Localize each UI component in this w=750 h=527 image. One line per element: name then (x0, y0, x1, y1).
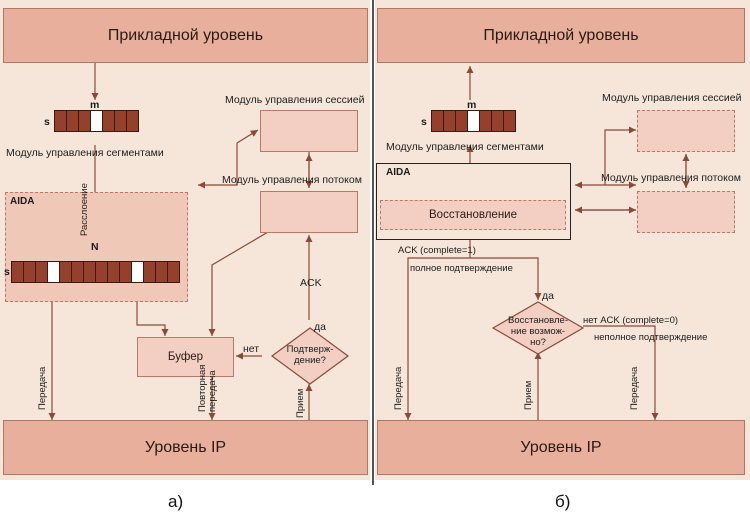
aida-label-b: AIDA (386, 167, 411, 178)
session-module-label-a: Модуль управления сессией (225, 94, 365, 106)
no-ack-label: нет ACK (complete=0) (583, 315, 679, 326)
decision-text-a: Подтверж-дение? (286, 344, 334, 366)
yes-label-b: да (542, 290, 554, 302)
s-label-aida: s (4, 266, 10, 278)
message-segments-b (431, 110, 516, 132)
app-layer-a: Прикладной уровень (3, 8, 368, 63)
app-layer-b: Прикладной уровень (377, 8, 745, 63)
yes-label-a: да (314, 321, 326, 333)
m-label-a: m (90, 99, 100, 111)
panel-divider (372, 0, 374, 485)
aida-block-a (5, 192, 188, 302)
ip-layer-a: Уровень IP (3, 420, 368, 475)
resend-label: Повторная передача (197, 364, 219, 412)
recovery-box: Восстановление (380, 200, 566, 230)
flow-module-label-a: Модуль управления потоком (222, 174, 362, 186)
aida-label-a: AIDA (10, 196, 35, 207)
flow-module-a (260, 191, 358, 233)
split-label: Расслоение (79, 183, 90, 236)
m-label-b: m (467, 99, 477, 111)
ack-full-label: ACK (complete=1) (398, 245, 476, 256)
no-label-a: нет (243, 343, 260, 355)
full-confirm-label: полное подтверждение (410, 263, 513, 274)
segments-aida (11, 261, 180, 283)
session-module-a (260, 110, 358, 152)
session-module-b (637, 110, 735, 152)
caption-b: б) (555, 492, 571, 511)
decision-text-b: Восстановле-ние возмож-но? (508, 315, 568, 348)
segment-module-label-a: Модуль управления сегментами (6, 147, 164, 159)
segment-module-label-b: Модуль управления сегментами (386, 141, 544, 153)
flow-module-label-b: Модуль управления потоком (601, 172, 741, 184)
send-label-b-left: Передача (393, 366, 404, 410)
ack-label-a: ACK (300, 277, 322, 289)
decision-diamond-a (270, 327, 350, 385)
panel-b (375, 0, 750, 480)
N-label: N (91, 241, 99, 253)
buffer-box: Буфер (137, 337, 234, 377)
receive-label-b: Прием (523, 380, 534, 410)
message-segments-a (54, 110, 139, 132)
receive-label-a: Прием (295, 388, 306, 418)
send-label-a: Передача (37, 366, 48, 410)
caption-a: а) (168, 492, 184, 511)
ip-layer-b: Уровень IP (377, 420, 745, 475)
session-module-label-b: Модуль управления сессией (602, 92, 742, 104)
s-label-a: s (44, 116, 50, 128)
partial-confirm-label: неполное подтверждение (594, 332, 708, 343)
send-label-b-right: Передача (629, 366, 640, 410)
flow-module-b (637, 191, 735, 233)
decision-diamond-b (491, 301, 585, 355)
s-label-b: s (421, 116, 427, 128)
